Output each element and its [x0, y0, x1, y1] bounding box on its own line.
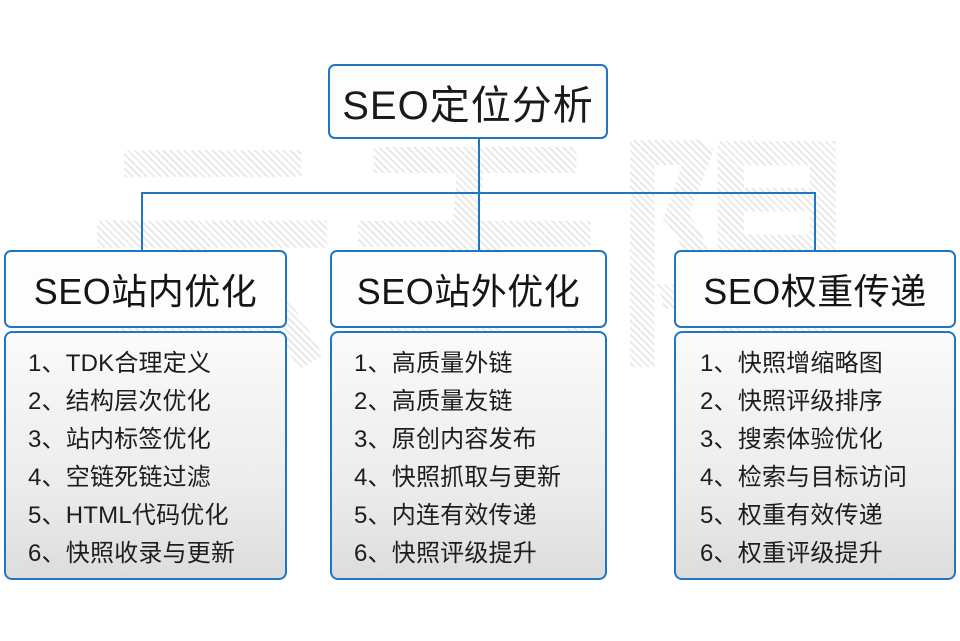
branch-body-onsite: 1、TDK合理定义 2、结构层次优化 3、站内标签优化 4、空链死链过滤 5、H…: [4, 331, 287, 580]
list-item: 1、TDK合理定义: [28, 350, 212, 377]
branch-body-weight-transfer: 1、快照增缩略图 2、快照评级排序 3、搜索体验优化 4、检索与目标访问 5、权…: [674, 331, 956, 580]
list-item: 3、站内标签优化: [28, 426, 211, 453]
connector-title-down: [478, 138, 480, 194]
list-item: 6、快照收录与更新: [28, 540, 236, 567]
branch-column-offsite: SEO站外优化 1、高质量外链 2、高质量友链 3、原创内容发布 4、快照抓取与…: [330, 250, 607, 580]
root-node-seo-positioning-analysis[interactable]: SEO定位分析: [328, 64, 608, 139]
branch-item-list: 1、高质量外链 2、高质量友链 3、原创内容发布 4、快照抓取与更新 5、内连有…: [332, 345, 605, 573]
list-item: 4、快照抓取与更新: [354, 464, 562, 491]
branch-item-list: 1、快照增缩略图 2、快照评级排序 3、搜索体验优化 4、检索与目标访问 5、权…: [676, 345, 954, 573]
branch-header-label: SEO站内优化: [33, 271, 258, 312]
root-node-label: SEO定位分析: [342, 83, 594, 128]
list-item: 1、快照增缩略图: [700, 350, 883, 377]
branch-header-onsite[interactable]: SEO站内优化: [4, 250, 287, 328]
branch-header-offsite[interactable]: SEO站外优化: [330, 250, 607, 328]
list-item: 3、搜索体验优化: [700, 426, 883, 453]
connector-branch-right: [814, 192, 816, 252]
list-item: 6、快照评级提升: [354, 540, 537, 567]
branch-column-onsite: SEO站内优化 1、TDK合理定义 2、结构层次优化 3、站内标签优化 4、空链…: [4, 250, 287, 580]
connector-branch-middle: [478, 192, 480, 252]
list-item: 2、快照评级排序: [700, 388, 883, 415]
list-item: 2、高质量友链: [354, 388, 513, 415]
list-item: 5、HTML代码优化: [28, 502, 229, 529]
branch-header-label: SEO站外优化: [356, 271, 581, 312]
list-item: 5、内连有效传递: [354, 502, 537, 529]
branch-header-label: SEO权重传递: [703, 271, 927, 312]
list-item: 4、检索与目标访问: [700, 464, 908, 491]
branch-item-list: 1、TDK合理定义 2、结构层次优化 3、站内标签优化 4、空链死链过滤 5、H…: [6, 345, 285, 573]
list-item: 6、权重评级提升: [700, 540, 883, 567]
list-item: 1、高质量外链: [354, 350, 513, 377]
list-item: 5、权重有效传递: [700, 502, 883, 529]
list-item: 4、空链死链过滤: [28, 464, 211, 491]
connector-branch-left: [141, 192, 143, 252]
list-item: 3、原创内容发布: [354, 426, 537, 453]
branch-header-weight-transfer[interactable]: SEO权重传递: [674, 250, 956, 328]
list-item: 2、结构层次优化: [28, 388, 211, 415]
branch-body-offsite: 1、高质量外链 2、高质量友链 3、原创内容发布 4、快照抓取与更新 5、内连有…: [330, 331, 607, 580]
branch-column-weight-transfer: SEO权重传递 1、快照增缩略图 2、快照评级排序 3、搜索体验优化 4、检索与…: [674, 250, 956, 580]
